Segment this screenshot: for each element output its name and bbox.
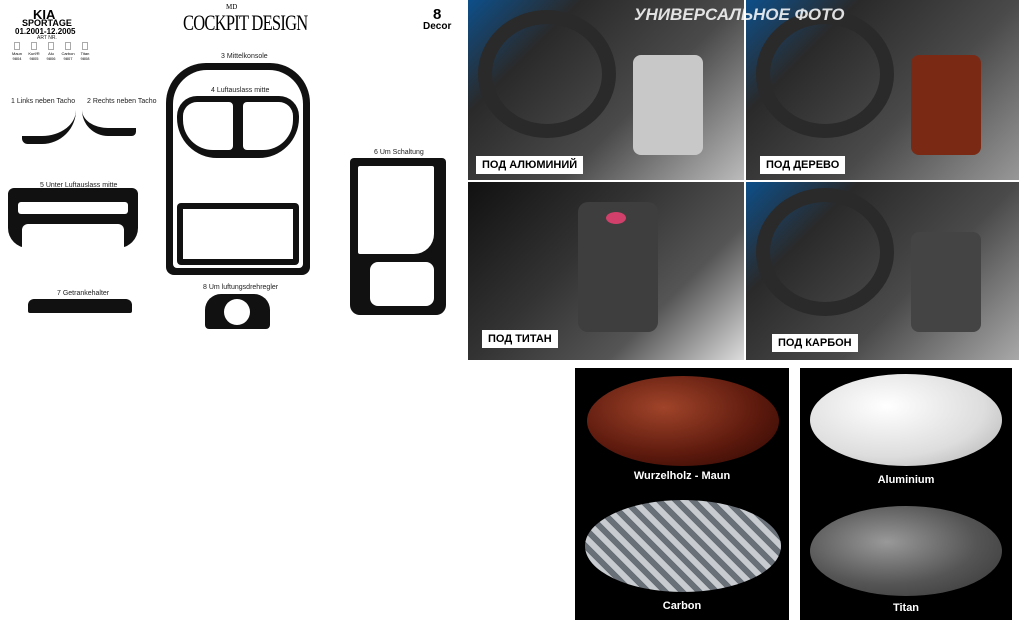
photo-aluminium: ПОД АЛЮМИНИЙ <box>468 0 744 180</box>
sample-wood <box>587 376 779 466</box>
console <box>911 232 981 332</box>
count-label: Decor <box>423 21 452 32</box>
steering-wheel <box>756 10 894 138</box>
sample-carbon <box>585 500 781 592</box>
photo-wood: ПОД ДЕРЕВО <box>746 0 1019 180</box>
photo-banner: УНИВЕРСАЛЬНОЕ ФОТО <box>634 5 845 24</box>
sample-titan <box>810 506 1002 596</box>
make: KIA <box>33 7 56 22</box>
sample-label: Carbon <box>662 600 702 612</box>
indicator-light <box>606 212 626 224</box>
years: 01.2001-12.2005 <box>15 27 76 36</box>
photo-carbon: ПОД КАРБОН <box>746 182 1019 360</box>
part-4 <box>177 96 299 158</box>
photo-label: ПОД АЛЮМИНИЙ <box>476 156 584 174</box>
photo-label: ПОД ТИТАН <box>482 330 558 348</box>
sample-aluminium <box>810 374 1002 466</box>
sample-label: Wurzelholz - Maun <box>633 470 731 482</box>
part-3-lower <box>177 203 299 265</box>
part-6 <box>350 158 446 315</box>
part-label: 5 Unter Luftauslass mitte <box>40 182 118 189</box>
part-7 <box>28 299 132 313</box>
model: SPORTAGE <box>22 18 72 28</box>
photo-titan: ПОД ТИТАН <box>468 182 744 360</box>
photo-label: ПОД КАРБОН <box>772 334 858 352</box>
brand-logo: COCKPIT DESIGN <box>183 10 308 35</box>
brand-prefix: MD <box>226 3 238 11</box>
sample-panel-left: Wurzelholz - Maun Carbon <box>575 368 789 620</box>
part-label: 1 Links neben Tacho <box>11 98 76 105</box>
part-label: 2 Rechts neben Tacho <box>87 98 157 105</box>
part-label: 4 Luftauslass mitte <box>211 87 270 94</box>
sample-panel-right: Aluminium Titan <box>800 368 1012 620</box>
part-label: 8 Um luftungsdrehregler <box>203 284 279 291</box>
part-5 <box>8 188 138 248</box>
part-1 <box>22 110 76 144</box>
console <box>633 55 703 155</box>
part-8 <box>205 294 270 329</box>
count: 8 <box>433 6 442 23</box>
steering-wheel <box>756 188 894 316</box>
part-label: 7 Getrankehalter <box>57 290 110 297</box>
art-nr: ART NR. <box>37 35 57 41</box>
part-label: 3 Mittelkonsole <box>221 53 268 60</box>
sample-label: Aluminium <box>877 474 935 486</box>
part-2 <box>82 110 136 136</box>
console <box>911 55 981 155</box>
photo-label: ПОД ДЕРЕВО <box>760 156 846 174</box>
steering-wheel <box>478 10 616 138</box>
part-label: 6 Um Schaltung <box>374 149 424 156</box>
sample-label: Titan <box>892 602 920 614</box>
